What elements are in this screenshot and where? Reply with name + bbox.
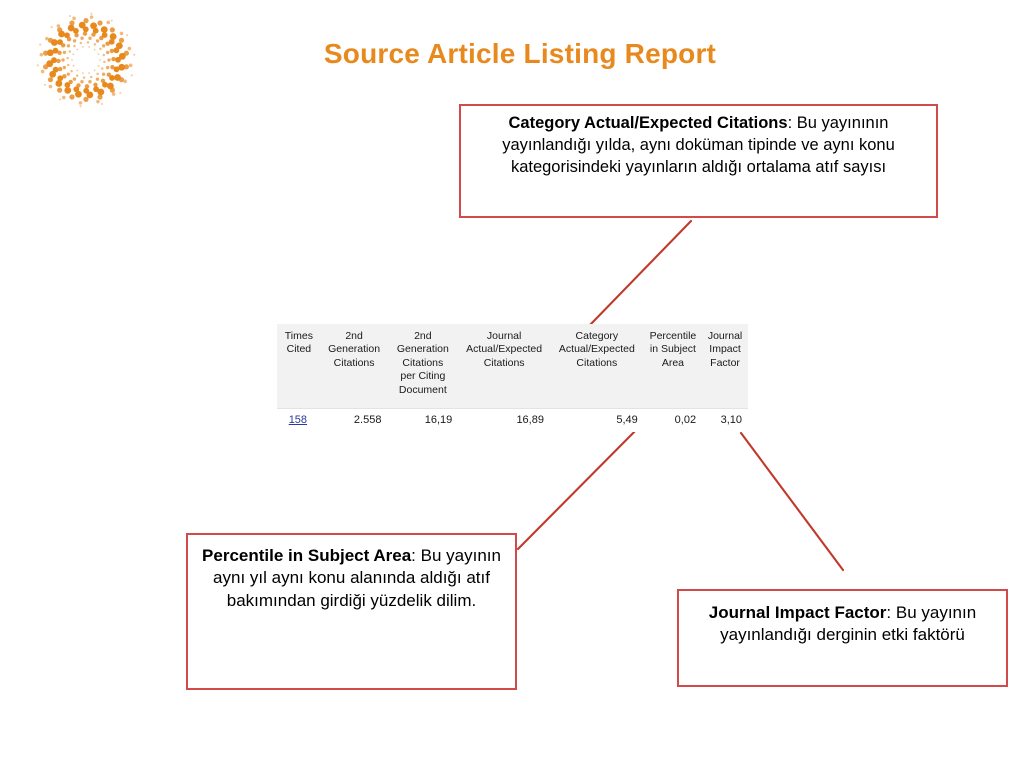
header-line: Times — [284, 330, 313, 342]
table-row: 158 2.558 16,19 16,89 5,49 0,02 3,10 — [277, 407, 748, 432]
column-header-percentile-in-subject-area: Percentile in Subject Area — [643, 324, 703, 408]
callout-category-term: Category Actual/Expected Citations — [508, 114, 788, 132]
column-header-2nd-generation-citations-per-citing-document: 2nd Generation Citations per Citing Docu… — [387, 324, 459, 408]
callout-jif-term: Journal Impact Factor — [708, 603, 887, 622]
times-cited-link[interactable]: 158 — [288, 413, 308, 426]
header-line: Journal — [486, 330, 522, 342]
callout-jif-separator: : — [886, 603, 896, 622]
header-line: Cited — [286, 343, 312, 356]
source-article-listing-table: Times Cited 2nd Generation Citations 2nd… — [277, 324, 748, 432]
callout-category-separator: : — [787, 114, 797, 132]
header-line: Journal — [707, 330, 743, 342]
header-line: Actual/Expected — [558, 343, 635, 356]
header-line: Actual/Expected — [466, 343, 543, 356]
category-connector — [587, 219, 693, 328]
callout-category-body: Bu yayınının yayınlandığı yılda, aynı do… — [502, 114, 895, 176]
callout-percentile-term: Percentile in Subject Area — [202, 546, 412, 565]
header-line: Citations — [333, 356, 375, 369]
jif-connector — [739, 431, 845, 572]
cell-times-cited: 158 — [277, 407, 321, 432]
header-line: per Citing — [400, 370, 446, 383]
header-line: Citations — [576, 356, 618, 369]
callout-journal-impact-factor: Journal Impact Factor: Bu yayının yayınl… — [677, 589, 1008, 687]
column-header-category-actual-expected-citations: Category Actual/Expected Citations — [549, 324, 644, 408]
header-line: Area — [661, 356, 685, 369]
callout-percentile-in-subject-area: Percentile in Subject Area: Bu yayının a… — [186, 533, 517, 690]
column-header-journal-impact-factor: Journal Impact Factor — [702, 324, 748, 408]
cell-journal-actual-expected-citations: 16,89 — [458, 407, 550, 432]
header-line: Percentile — [649, 330, 697, 342]
cell-journal-impact-factor: 3,10 — [702, 407, 748, 432]
header-line: Document — [398, 383, 447, 396]
header-line: Citations — [483, 356, 525, 369]
header-line: Impact — [709, 343, 741, 356]
header-line: Generation — [396, 343, 449, 356]
callout-jif-body: Bu yayının yayınlandığı derginin etki fa… — [720, 603, 977, 645]
cell-2nd-generation-citations: 2.558 — [320, 407, 388, 432]
header-line: 2nd — [414, 330, 432, 342]
cell-2nd-generation-citations-per-citing-document: 16,19 — [387, 407, 459, 432]
clarivate-dot-spiral-logo — [28, 10, 148, 112]
header-line: Generation — [328, 343, 381, 356]
header-line: 2nd — [345, 330, 363, 342]
callout-category-actual-expected-citations: Category Actual/Expected Citations: Bu y… — [459, 104, 938, 218]
callout-percentile-separator: : — [411, 546, 421, 565]
column-header-times-cited: Times Cited — [277, 324, 321, 408]
header-line: Factor — [710, 356, 740, 369]
callout-percentile-body: Bu yayının aynı yıl aynı konu alanında a… — [213, 546, 501, 610]
page-title: Source Article Listing Report — [323, 38, 717, 69]
column-header-journal-actual-expected-citations: Journal Actual/Expected Citations — [458, 324, 550, 408]
header-line: Citations — [402, 356, 444, 369]
cell-percentile-in-subject-area: 0,02 — [643, 407, 703, 432]
table-header-row: Times Cited 2nd Generation Citations 2nd… — [277, 324, 748, 408]
percentile-connector — [516, 418, 648, 551]
cell-category-actual-expected-citations: 5,49 — [549, 407, 644, 432]
header-line: Category — [575, 330, 619, 342]
header-line: in Subject — [649, 343, 696, 356]
column-header-2nd-generation-citations: 2nd Generation Citations — [320, 324, 388, 408]
